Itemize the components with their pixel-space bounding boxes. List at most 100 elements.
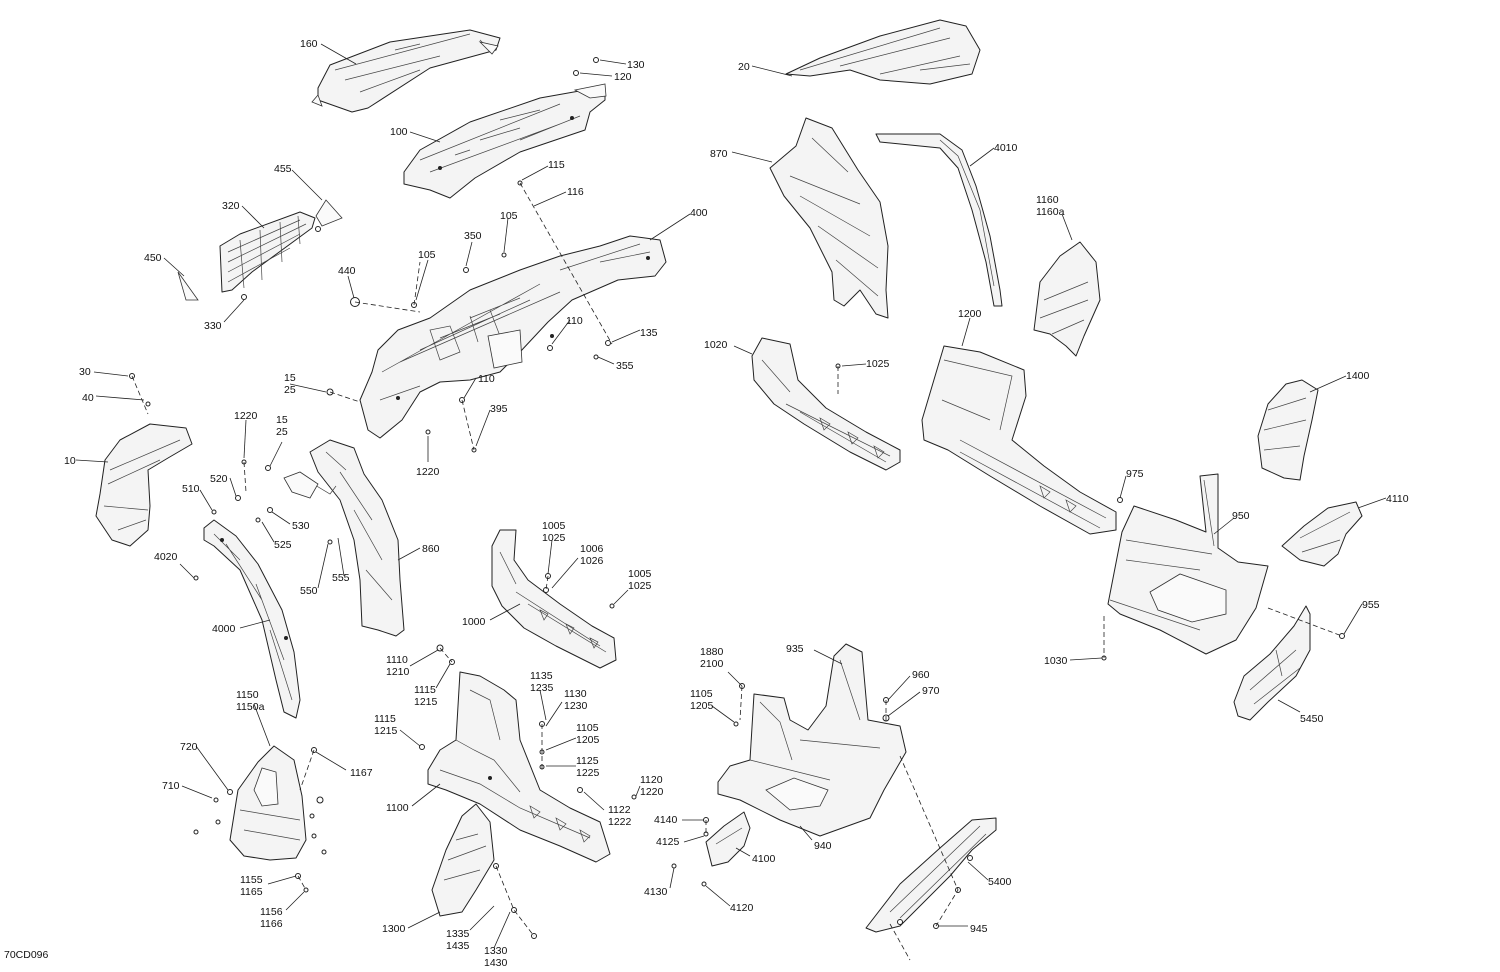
callout-line: 860: [422, 543, 440, 555]
callout-line: 5450: [1300, 713, 1324, 725]
callout-line: 1100: [386, 802, 409, 814]
callout-350: 350: [464, 230, 482, 242]
callout-line: 1200: [958, 308, 982, 320]
callout-line: 1435: [446, 940, 470, 952]
callout-line: 440: [338, 265, 356, 277]
callout-105-b: 105: [500, 210, 518, 222]
callout-4130: 4130: [644, 886, 668, 898]
callout-line: 116: [567, 186, 584, 198]
callout-455: 455: [274, 163, 292, 175]
callout-line: 935: [786, 643, 804, 655]
callout-line: 4020: [154, 551, 178, 563]
callout-130: 130: [627, 59, 645, 71]
callout-line: 4125: [656, 836, 680, 848]
callout-line: 330: [204, 320, 222, 332]
callout-4020: 4020: [154, 551, 178, 563]
callout-line: 25: [284, 384, 296, 396]
callout-5400: 5400: [988, 876, 1012, 888]
callout-line: 5400: [988, 876, 1012, 888]
callout-line: 110: [566, 315, 583, 327]
callout-line: 1025: [628, 580, 652, 592]
callout-line: 1005: [628, 568, 652, 580]
callout-line: 520: [210, 473, 228, 485]
callout-line: 1210: [386, 666, 410, 678]
callout-line: 550: [300, 585, 318, 597]
callout-line: 1225: [576, 767, 600, 779]
callout-line: 870: [710, 148, 728, 160]
callout-line: 525: [274, 539, 292, 551]
callout-line: 1220: [416, 466, 440, 478]
callout-line: 4120: [730, 902, 754, 914]
callout-line: 4140: [654, 814, 678, 826]
callout-1000: 1000: [462, 616, 486, 628]
part-450-tab: [177, 271, 199, 301]
callout-line: 1205: [576, 734, 600, 746]
assembly-lines: [131, 182, 1343, 961]
callout-line: 1160: [1036, 194, 1059, 206]
callout-line: 940: [814, 840, 832, 852]
callout-530: 530: [292, 520, 310, 532]
callout-line: 4130: [644, 886, 668, 898]
callout-960: 960: [912, 669, 930, 681]
part-4110-bracket: [1281, 501, 1363, 567]
callout-945: 945: [970, 923, 988, 935]
part-4100-bracket: [705, 811, 751, 867]
callout-line: 1400: [1346, 370, 1370, 382]
callout-1167: 1167: [350, 767, 373, 779]
callout-line: 1120: [640, 774, 663, 786]
callout-line: 1205: [690, 700, 714, 712]
callout-line: 25: [276, 426, 288, 438]
callout-450: 450: [144, 252, 162, 264]
callout-line: 530: [292, 520, 310, 532]
callout-line: 1135: [530, 670, 553, 682]
callout-line: 30: [79, 366, 91, 378]
callout-355: 355: [616, 360, 634, 372]
part-4010-side-rail: [875, 133, 1003, 307]
callout-710: 710: [162, 780, 180, 792]
callout-110-a: 110: [566, 315, 583, 327]
callout-4120: 4120: [730, 902, 754, 914]
callout-line: 4000: [212, 623, 236, 635]
callout-935: 935: [786, 643, 804, 655]
part-1300-lower-trim: [431, 803, 495, 917]
callout-160: 160: [300, 38, 318, 50]
diagram-code: 70CD096: [4, 949, 49, 961]
callout-40: 40: [82, 392, 94, 404]
callout-1025: 1025: [866, 358, 890, 370]
callout-line: 1150: [236, 689, 259, 701]
part-100-upper-dash-panel: [403, 83, 607, 199]
part-5400-skid-panel: [865, 817, 997, 933]
callout-line: 1167: [350, 767, 373, 779]
part-940-center-floor: [717, 643, 907, 837]
callout-line: 320: [222, 200, 240, 212]
callout-line: 1105: [576, 722, 599, 734]
part-1160-side-cover: [1033, 241, 1101, 357]
callout-line: 970: [922, 685, 940, 697]
callout-4140: 4140: [654, 814, 678, 826]
callout-line: 1020: [704, 339, 728, 351]
callout-line: 15: [276, 414, 288, 426]
callout-395: 395: [490, 403, 508, 415]
callout-line: 110: [478, 373, 495, 385]
callout-1400: 1400: [1346, 370, 1370, 382]
callout-line: 350: [464, 230, 482, 242]
callout-510: 510: [182, 483, 200, 495]
callout-line: 20: [738, 61, 750, 73]
callout-line: 120: [614, 71, 632, 83]
callout-1300: 1300: [382, 923, 406, 935]
part-1150-side-trim: [229, 745, 307, 861]
callout-line: 1155: [240, 874, 263, 886]
callout-line: 1122: [608, 804, 631, 816]
callout-line: 1105: [690, 688, 713, 700]
callout-555: 555: [332, 572, 350, 584]
callout-line: 1165: [240, 886, 263, 898]
callout-line: 100: [390, 126, 408, 138]
